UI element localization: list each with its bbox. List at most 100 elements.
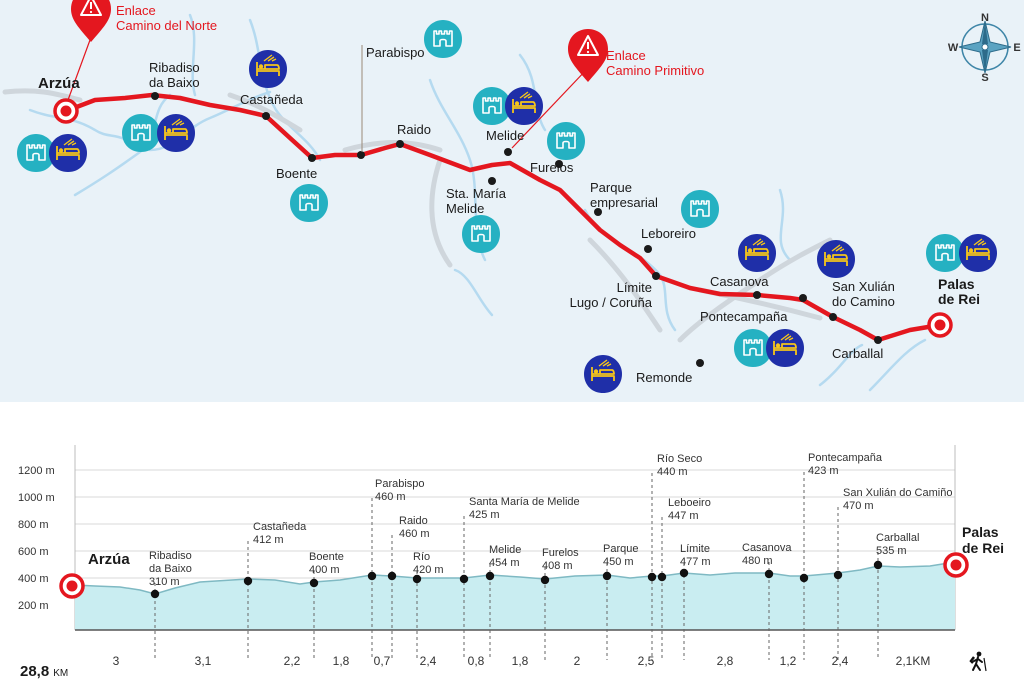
y-tick-label: 200 m xyxy=(18,600,49,612)
place-label-limite-line: Lugo / Coruña xyxy=(570,295,653,310)
segment-distance: 0,7 xyxy=(374,654,391,668)
profile-point-label-line: 423 m xyxy=(808,465,839,477)
segment-distance: 2,5 xyxy=(638,654,655,668)
link-label-norte-line: Enlace xyxy=(116,3,156,18)
profile-start-label: Arzúa xyxy=(88,551,130,568)
profile-point-label-line: 425 m xyxy=(469,509,500,521)
profile-point-label-line: 447 m xyxy=(668,510,699,522)
place-label-boente: Boente xyxy=(276,166,317,181)
place-label-remonde: Remonde xyxy=(636,370,692,385)
place-label-sta_maria-line: Sta. María xyxy=(446,186,507,201)
profile-point-label-line: 470 m xyxy=(843,500,874,512)
place-label-raido: Raido xyxy=(397,122,431,137)
castle-icon xyxy=(925,233,965,273)
segment-distance: 1,8 xyxy=(333,654,350,668)
profile-point-label-line: Parabispo xyxy=(375,478,425,490)
profile-point-dot xyxy=(647,572,657,582)
hostel-icon xyxy=(156,113,196,153)
castle-icon xyxy=(289,183,329,223)
place-label-casanova-line: Casanova xyxy=(710,274,769,289)
place-label-remonde-line: Remonde xyxy=(636,370,692,385)
hostel-icon xyxy=(583,354,623,394)
profile-point-dot xyxy=(679,568,689,578)
hostel-icon xyxy=(48,133,88,173)
segment-distance: 2,8 xyxy=(717,654,734,668)
place-label-leboreiro: Leboreiro xyxy=(641,226,696,241)
profile-point-label-line: 460 m xyxy=(399,528,430,540)
segment-distance: 2,1KM xyxy=(896,654,931,668)
place-label-raido-line: Raido xyxy=(397,122,431,137)
profile-point-label-line: Melide xyxy=(489,544,521,556)
profile-point-label-line: Boente xyxy=(309,551,344,563)
place-label-arzua: Arzúa xyxy=(38,75,80,92)
profile-point-label-line: 310 m xyxy=(149,576,180,588)
profile-point-dot xyxy=(799,573,809,583)
profile-point-dot xyxy=(485,571,495,581)
castle-icon xyxy=(680,189,720,229)
profile-point-label-line: Parque xyxy=(603,543,638,555)
place-label-limite-line: Límite xyxy=(617,280,652,295)
profile-start-target-icon xyxy=(59,573,85,599)
place-label-casanova: Casanova xyxy=(710,274,769,289)
compass-east: E xyxy=(1013,42,1020,54)
profile-point-label-line: 408 m xyxy=(542,560,573,572)
place-label-furelos-line: Furelos xyxy=(530,160,574,175)
castle-icon xyxy=(546,121,586,161)
norte-leader xyxy=(67,39,91,101)
y-tick-label: 1200 m xyxy=(18,465,55,477)
profile-point-label-line: Castañeda xyxy=(253,521,307,533)
profile-point-label-line: Ribadiso xyxy=(149,550,192,562)
segment-distance: 1,2 xyxy=(780,654,797,668)
profile-point-label-line: Raido xyxy=(399,515,428,527)
place-label-ribadiso-line: da Baixo xyxy=(149,75,200,90)
castle-icon xyxy=(423,19,463,59)
compass-west: W xyxy=(948,42,959,54)
profile-point-dot xyxy=(833,570,843,580)
place-label-pontecampana-line: Pontecampaña xyxy=(700,309,788,324)
hostel-icon xyxy=(765,328,805,368)
segment-distance: 3 xyxy=(113,654,120,668)
hostel-icon xyxy=(504,86,544,126)
castle-icon xyxy=(461,214,501,254)
place-label-palas-line: Palas xyxy=(938,276,975,292)
place-label-ribadiso-line: Ribadiso xyxy=(149,60,200,75)
profile-end-label-line: de Rei xyxy=(962,540,1004,556)
segment-distance: 1,8 xyxy=(512,654,529,668)
place-label-parque-line: empresarial xyxy=(590,195,658,210)
profile-start-label-line: Arzúa xyxy=(88,551,130,568)
segment-distance: 3,1 xyxy=(195,654,212,668)
y-tick-label: 800 m xyxy=(18,519,49,531)
profile-point-dot xyxy=(873,560,883,570)
segment-distance: 2 xyxy=(574,654,581,668)
link-label-norte-line: Camino del Norte xyxy=(116,18,217,33)
place-label-boente-line: Boente xyxy=(276,166,317,181)
profile-point-dot xyxy=(150,589,160,599)
link-label-primitivo-line: Camino Primitivo xyxy=(606,63,704,78)
place-label-parque-line: Parque xyxy=(590,180,632,195)
profile-point-label-line: 454 m xyxy=(489,557,520,569)
profile-point-dot xyxy=(387,571,397,581)
profile-point-dot xyxy=(602,571,612,581)
castle-icon xyxy=(121,113,161,153)
start-target-icon xyxy=(53,98,79,124)
profile-point-dot xyxy=(540,575,550,585)
